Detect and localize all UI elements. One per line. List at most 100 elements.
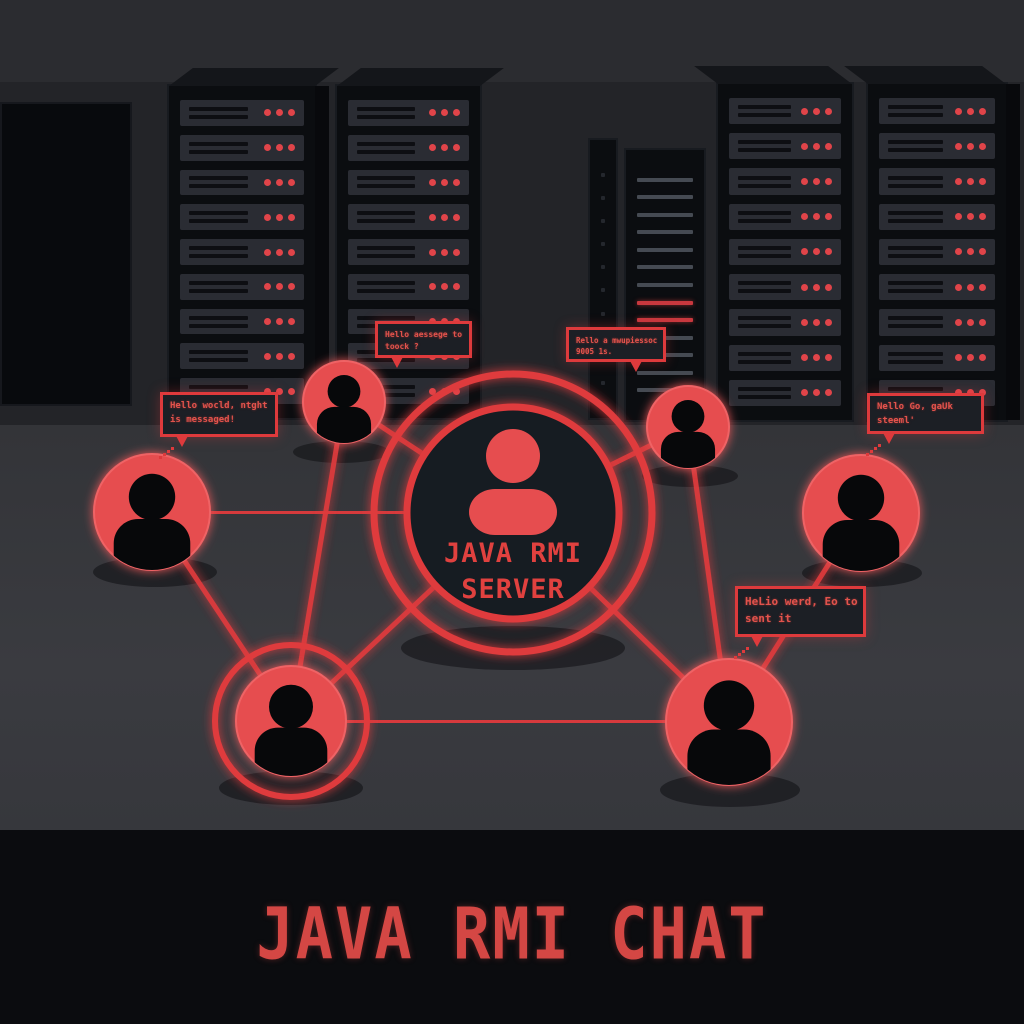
node-shadow	[401, 626, 625, 670]
led-lights	[955, 354, 986, 362]
led-lights	[264, 248, 295, 256]
bubble-tail	[390, 355, 404, 368]
rack-slot-line	[637, 230, 693, 235]
bubble-tail-dot	[171, 447, 174, 450]
server-label-line1: JAVA RMI	[444, 538, 582, 569]
bubble-tail-dot	[163, 453, 166, 456]
led-lights	[429, 178, 460, 186]
server-rack	[588, 138, 618, 420]
avatar-nodes	[93, 360, 920, 800]
bubble-tail-dot	[734, 656, 737, 659]
led-lights	[264, 178, 295, 186]
bubble-tail-dot	[878, 444, 881, 447]
rack-server-unit	[180, 204, 304, 231]
led-lights	[955, 248, 986, 256]
bubble-tail-dot	[866, 453, 869, 456]
bubble-tail	[629, 359, 643, 372]
led-lights	[264, 109, 295, 117]
rack-server-unit	[729, 168, 841, 195]
rack-server-unit	[879, 98, 995, 125]
rack-server-unit	[879, 168, 995, 195]
led-lights	[429, 144, 460, 152]
rack-slot-line	[601, 196, 605, 201]
led-lights	[429, 213, 460, 221]
speech-bubble: Rello a mwupiessoc 9005 1s.	[566, 327, 666, 372]
rack-side-face	[1006, 84, 1020, 420]
server-rack	[167, 68, 339, 420]
server-user-icon	[486, 429, 540, 483]
led-lights	[955, 107, 986, 115]
led-lights	[429, 109, 460, 117]
led-lights	[801, 107, 832, 115]
rack-server-unit	[180, 169, 304, 196]
led-lights	[801, 178, 832, 186]
rack-server-unit	[729, 133, 841, 160]
node-shadow	[293, 441, 389, 463]
bubble-text-line: toock ?	[385, 342, 419, 351]
led-lights	[264, 387, 295, 395]
led-lights	[801, 318, 832, 326]
rack-slot-line	[601, 311, 605, 316]
server-rack	[844, 66, 1020, 422]
led-lights	[264, 144, 295, 152]
floor-shadows	[93, 441, 922, 807]
rack-server-unit	[348, 204, 469, 231]
rack-slot-line	[601, 219, 605, 224]
rack-server-unit	[729, 98, 841, 125]
rack-server-unit	[729, 379, 841, 406]
led-lights	[264, 352, 295, 360]
rack-slot-line	[637, 370, 693, 375]
bubble-tail-dot	[742, 650, 745, 653]
avatar-outer-ring	[212, 642, 370, 800]
led-lights	[801, 389, 832, 397]
rack-server-unit	[180, 343, 304, 370]
rmi-connection-line	[290, 718, 730, 725]
server-node: JAVA RMI SERVER	[370, 370, 656, 656]
led-lights	[955, 213, 986, 221]
rack-server-unit	[348, 169, 469, 196]
rack-server-unit	[879, 344, 995, 371]
rack-server-unit	[348, 239, 469, 265]
rack-server-unit	[879, 274, 995, 301]
rack-server-unit	[729, 203, 841, 230]
led-lights	[429, 248, 460, 256]
bubble-text-line: Rello a mwupiessoc	[576, 336, 658, 345]
rack-server-unit	[180, 134, 304, 161]
node-shadow	[660, 773, 800, 807]
rack-slot-line	[637, 300, 693, 305]
bubble-tail-dot	[167, 450, 170, 453]
node-shadow	[219, 771, 363, 805]
bubble-text-line: Hello wocld, ntght	[170, 401, 268, 411]
led-lights	[264, 213, 295, 221]
bubble-tail-dot	[159, 456, 162, 459]
led-lights	[955, 318, 986, 326]
node-shadow	[802, 559, 922, 587]
led-lights	[429, 283, 460, 291]
bubble-tail	[750, 634, 764, 647]
rack-slot-line	[637, 388, 693, 393]
rack-slot-line	[637, 282, 693, 287]
rack-server-unit	[729, 238, 841, 266]
dark-monitor-panel	[0, 102, 132, 406]
led-lights	[801, 248, 832, 256]
bubble-text-line: 9005 1s.	[576, 347, 613, 357]
rack-slot-line	[637, 212, 693, 217]
bubble-text-line: steeml'	[877, 415, 915, 426]
rack-server-unit	[729, 344, 841, 371]
rack-server-unit	[348, 134, 469, 161]
rack-slot-line	[637, 247, 693, 252]
bubble-tail-dot	[874, 447, 877, 450]
rack-server-unit	[879, 238, 995, 266]
rack-server-unit	[879, 133, 995, 160]
led-lights	[264, 318, 295, 326]
bubble-text-line: sent it	[745, 611, 792, 625]
rack-slot-line	[637, 318, 693, 323]
led-lights	[801, 142, 832, 150]
rack-server-unit	[729, 274, 841, 301]
led-lights	[955, 283, 986, 291]
led-lights	[955, 389, 986, 397]
